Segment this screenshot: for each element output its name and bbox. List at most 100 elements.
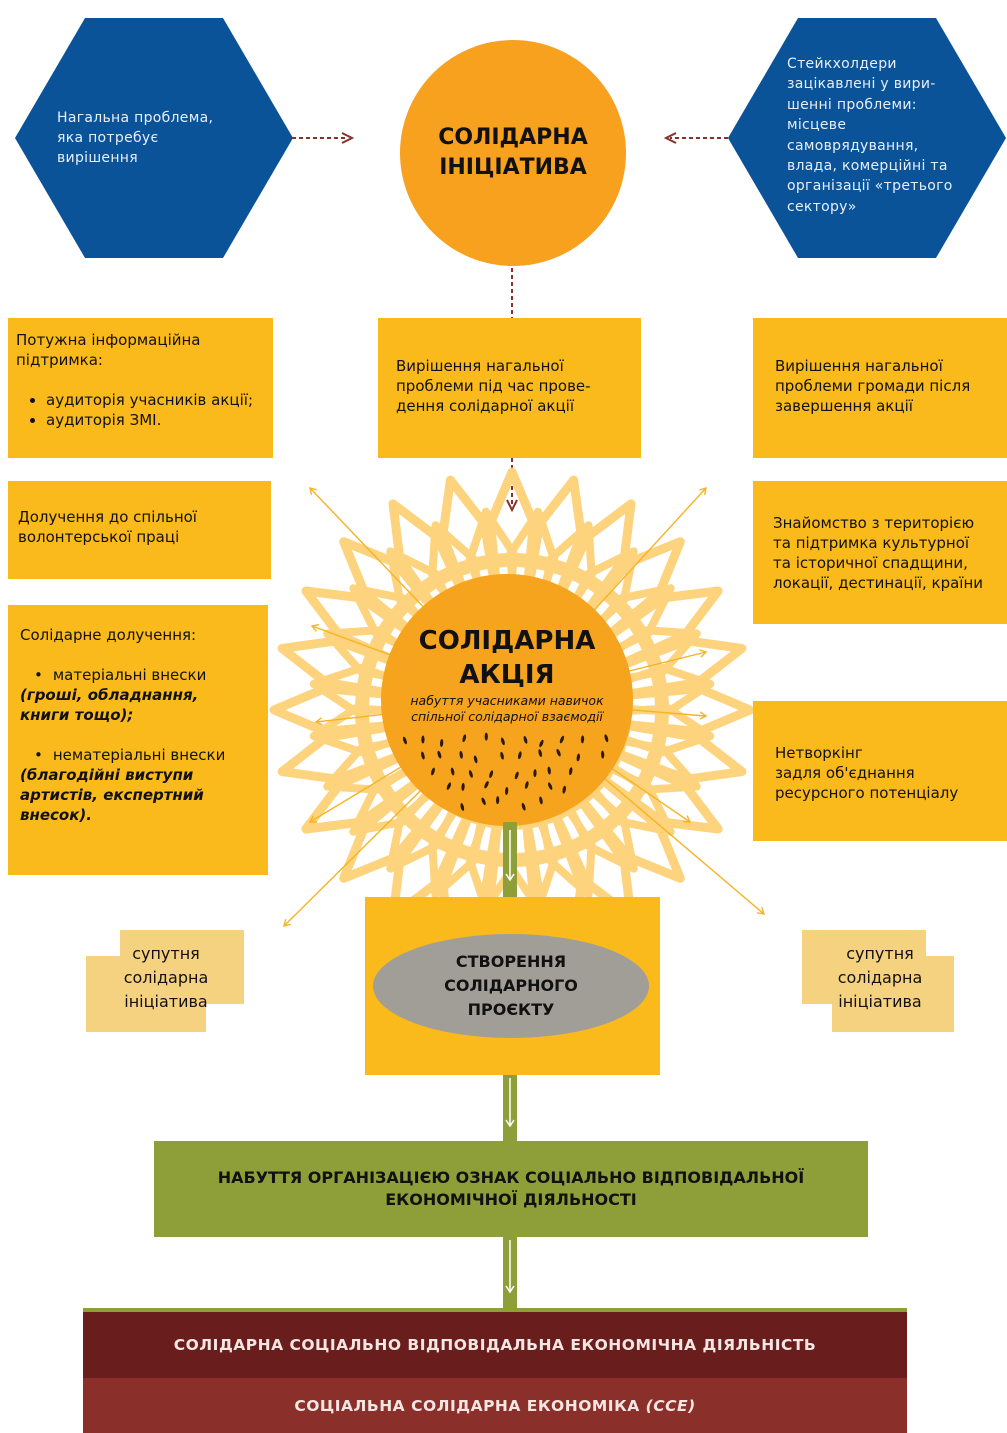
material-label: матеріальні внески (52, 666, 207, 684)
stem-arrows (505, 830, 515, 1294)
seed (437, 750, 442, 759)
solidary-initiative-circle: СОЛІДАРНА ІНІЦІАТИВА (400, 40, 626, 266)
seed (489, 770, 494, 778)
seed (521, 802, 526, 811)
band-solidary-activity-label: СОЛІДАРНА СОЦІАЛЬНО ВІДПОВІДАЛЬНА ЕКОНОМ… (173, 1336, 817, 1354)
seed (468, 770, 473, 778)
left-connector-arrowhead (341, 132, 355, 144)
seed (462, 734, 467, 743)
material-contribution: • матеріальні внески (гроші, обладнання,… (20, 665, 256, 725)
stakeholders-hexagon (728, 18, 1006, 258)
ray-arrowhead (309, 487, 317, 495)
seed (523, 736, 528, 744)
seed (547, 766, 551, 775)
project-oval: СТВОРЕННЯ СОЛІДАРНОГО ПРОЄКТУ (373, 934, 649, 1038)
right-companion-text: супутня солідарна ініціатива (837, 944, 923, 1011)
info-support-title: Потужна інформаційна підтримка: (16, 331, 201, 369)
ray-arrowhead (283, 919, 291, 927)
band-sse-abbr: (ССЕ) (645, 1396, 696, 1415)
seed (576, 753, 580, 762)
right-companion-front (832, 956, 954, 1032)
seed (500, 751, 504, 760)
territory-box: Знайомство з територією та підтримка кул… (753, 481, 1007, 624)
solidary-participation-title: Солідарне долучення: (20, 626, 197, 644)
seed (547, 782, 553, 790)
band-solidary-activity: СОЛІДАРНА СОЦІАЛЬНО ВІДПОВІДАЛЬНА ЕКОНОМ… (83, 1312, 907, 1378)
seed (601, 750, 605, 759)
info-support-box: Потужна інформаційна підтримка: аудиторі… (8, 318, 273, 458)
ray-arrowhead (699, 649, 708, 658)
info-support-item: аудиторія ЗМІ. (46, 410, 265, 430)
seed (402, 736, 407, 745)
seed (496, 796, 500, 805)
seed (524, 781, 529, 789)
seed (473, 755, 478, 764)
seed (505, 786, 509, 795)
seed (484, 781, 489, 789)
seed (514, 771, 519, 780)
seed (518, 751, 522, 760)
seed (431, 767, 435, 776)
seed (500, 737, 505, 746)
ray-arrowhead (308, 815, 318, 823)
after-action-box: Вирішення нагальної проблеми громади піс… (753, 318, 1007, 458)
nonmaterial-contribution: • нематеріальні внески (благодійні висту… (20, 745, 256, 825)
volunteer-text: Долучення до спільної волонтерської прац… (18, 508, 197, 546)
band-sse-label: СОЦІАЛЬНА СОЛІДАРНА ЕКОНОМІКА (ССЕ) (294, 1397, 695, 1415)
seed (484, 732, 488, 741)
seed (533, 769, 537, 778)
territory-text: Знайомство з територією та підтримка кул… (773, 514, 984, 592)
ray-arrowhead (699, 486, 707, 495)
band-sse-main: СОЦІАЛЬНА СОЛІДАРНА ЕКОНОМІКА (294, 1396, 646, 1415)
solidary-initiative-title: СОЛІДАРНА ІНІЦІАТИВА (438, 125, 588, 180)
networking-text: Нетворкінг задля об'єднання ресурсного п… (775, 744, 959, 802)
left-companion-text: супутня солідарна ініціатива (123, 944, 209, 1011)
left-companion-front (86, 956, 206, 1032)
seed (604, 734, 609, 743)
seed (580, 735, 585, 744)
right-connector-arrowhead (663, 132, 677, 144)
seed (440, 739, 444, 748)
seed (539, 739, 544, 748)
ray-arrowhead (699, 711, 708, 720)
bottom-green-line (83, 1308, 907, 1312)
info-support-list: аудиторія учасників акції; аудиторія ЗМІ… (16, 390, 265, 430)
seed (460, 803, 465, 811)
csr-features-bar: НАБУТТЯ ОРГАНІЗАЦІЄЮ ОЗНАК СОЦІАЛЬНО ВІД… (154, 1141, 868, 1237)
csr-features-label: НАБУТТЯ ОРГАНІЗАЦІЄЮ ОЗНАК СОЦІАЛЬНО ВІД… (217, 1168, 805, 1209)
seed (562, 785, 566, 794)
seed (538, 749, 543, 757)
seed (459, 750, 463, 759)
seed (450, 767, 455, 776)
seed (539, 796, 543, 805)
ray-arrowhead (756, 907, 766, 915)
nonmaterial-note: (благодійні виступи артистів, експертний… (20, 766, 204, 824)
vertical-connector-arrowhead (506, 499, 518, 513)
nonmaterial-label: нематеріальні внески (52, 746, 226, 764)
stakeholders-text: Стейкхолдери зацікавлені у вири- шенні п… (787, 56, 953, 215)
ray-arrowhead (314, 717, 323, 726)
project-label: СТВОРЕННЯ СОЛІДАРНОГО ПРОЄКТУ (444, 952, 578, 1019)
seed (556, 748, 561, 757)
seed (559, 735, 565, 744)
problem-text: Нагальна проблема, яка потребує вирішенн… (57, 110, 214, 166)
solidary-action-subtitle: набуття учасниками навичок спільної солі… (410, 693, 604, 724)
ray-arrowhead (682, 815, 692, 823)
band-sse: СОЦІАЛЬНА СОЛІДАРНА ЕКОНОМІКА (ССЕ) (83, 1378, 907, 1433)
volunteer-box: Долучення до спільної волонтерської прац… (8, 481, 271, 579)
seed (481, 797, 486, 806)
seed (461, 782, 465, 791)
during-action-text: Вирішення нагальної проблеми під час про… (396, 357, 591, 415)
networking-box: Нетворкінг задля об'єднання ресурсного п… (753, 701, 1007, 841)
after-action-text: Вирішення нагальної проблеми громади піс… (775, 357, 971, 415)
seed (421, 751, 425, 760)
seed (421, 735, 425, 744)
solidary-action-circle (381, 574, 633, 826)
seed (446, 782, 452, 790)
seed (569, 767, 573, 776)
ray-arrowhead (310, 624, 320, 632)
material-note: (гроші, обладнання, книги тощо); (20, 686, 199, 724)
sunflower-seeds (402, 732, 609, 811)
during-action-box: Вирішення нагальної проблеми під час про… (378, 318, 641, 458)
solidary-action-title: СОЛІДАРНА АКЦІЯ (418, 626, 596, 690)
